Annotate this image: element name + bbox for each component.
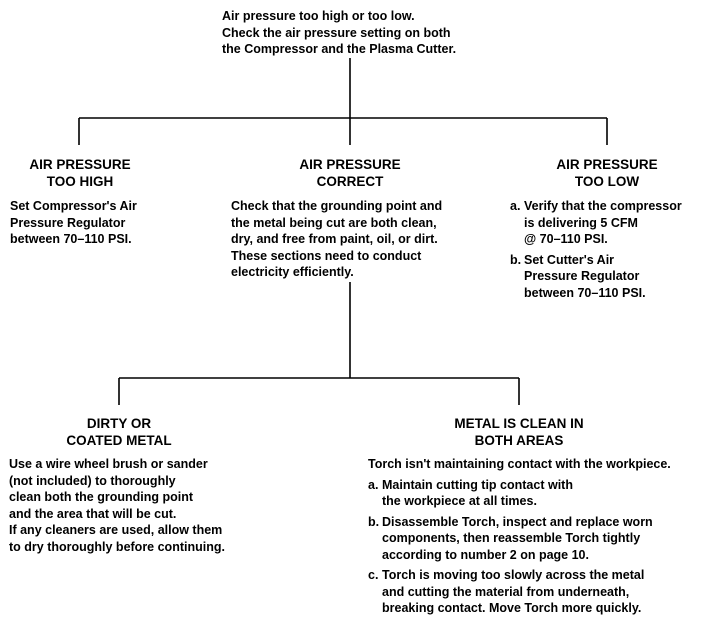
heading-clean-metal: METAL IS CLEAN IN BOTH AREAS bbox=[454, 416, 584, 448]
list-item: a. Verify that the compressor is deliver… bbox=[510, 199, 682, 246]
heading-too-high: AIR PRESSURE TOO HIGH bbox=[29, 157, 131, 189]
heading-too-low: AIR PRESSURE TOO LOW bbox=[556, 157, 658, 189]
item-label: b. bbox=[368, 514, 380, 529]
clean-metal-list: Torch isn't maintaining contact with the… bbox=[368, 456, 671, 617]
top-node-line: the Compressor and the Plasma Cutter. bbox=[222, 42, 457, 56]
top-node-line: Check the air pressure setting on both bbox=[222, 25, 451, 40]
correct-text: Check that the grounding point and the m… bbox=[231, 199, 443, 279]
dirty-metal-text: Use a wire wheel brush or sander (not in… bbox=[9, 457, 225, 554]
list-item: b. Set Cutter's Air Pressure Regulator b… bbox=[510, 252, 646, 300]
clean-metal-intro: Torch isn't maintaining contact with the… bbox=[368, 457, 671, 471]
list-item: a. Maintain cutting tip contact with the… bbox=[368, 477, 573, 509]
too-low-list: a. Verify that the compressor is deliver… bbox=[510, 198, 682, 301]
list-item: b. Disassemble Torch, inspect and replac… bbox=[368, 514, 653, 562]
list-item: c. Torch is moving too slowly across the… bbox=[368, 568, 645, 615]
item-label: a. bbox=[510, 199, 521, 213]
heading-correct: AIR PRESSURE CORRECT bbox=[299, 157, 401, 189]
heading-dirty-metal: DIRTY OR COATED METAL bbox=[66, 416, 172, 448]
item-label: a. bbox=[368, 477, 379, 492]
item-label: c. bbox=[368, 568, 379, 582]
top-node-line: Air pressure too high or too low. bbox=[222, 9, 415, 23]
top-node: Air pressure too high or too low. Check … bbox=[222, 8, 456, 58]
item-label: b. bbox=[510, 252, 522, 267]
too-high-text: Set Compressor's Air Pressure Regulator … bbox=[10, 199, 137, 246]
